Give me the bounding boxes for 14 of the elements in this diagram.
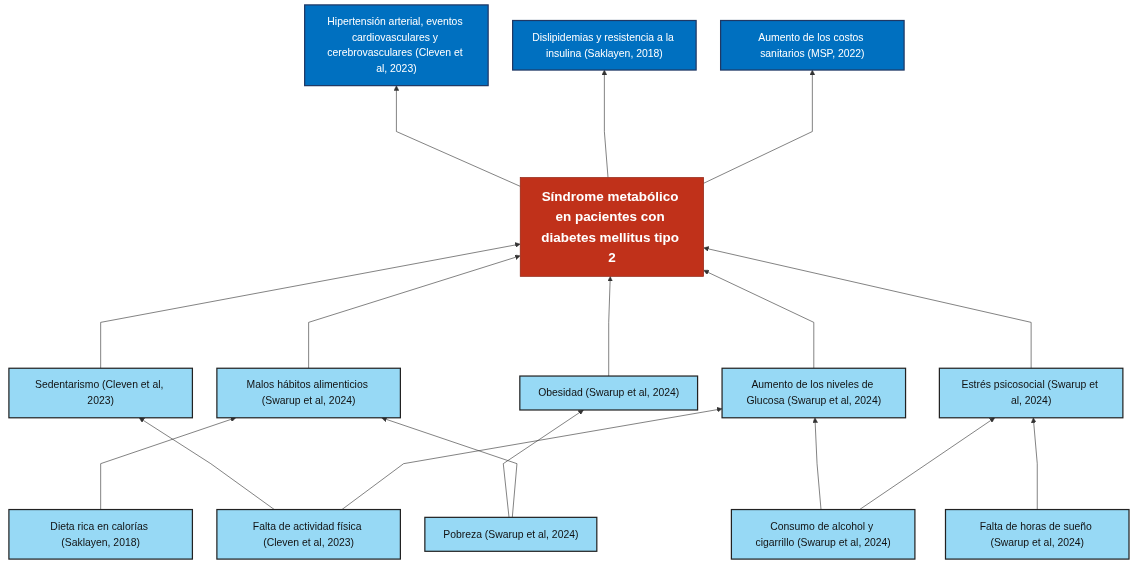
node-box: Falta de horas de sueño (Swarup et al, 2024) [944, 508, 1130, 560]
node-box: Hipertensión arterial, eventos cardiovasculares y cerebrovasculares (Cleven et al, 2023) [303, 4, 489, 87]
node-box: Sedentarismo (Cleven et al, 2023) [7, 367, 193, 419]
node-box: Consumo de alcohol y cigarrillo (Swarup et al, 2024) [730, 508, 916, 560]
node-box: Falta de actividad física (Cleven et al, 2023) [215, 508, 401, 560]
node-box: Síndrome metabólico en pacientes con diabetes mellitus tipo 2 [519, 177, 704, 277]
node-box: Estrés psicosocial (Swarup et al, 2024) [938, 367, 1124, 419]
node-box: Pobreza (Swarup et al, 2024) [423, 516, 597, 552]
node-box: Dislipidemias y resistencia a la insulina (Saklayen, 2018) [511, 19, 697, 71]
node-box: Aumento de los niveles de Glucosa (Swarup et al, 2024) [721, 367, 906, 419]
node-box: Obesidad (Swarup et al, 2024) [518, 375, 698, 411]
node-box: Malos hábitos alimenticios (Swarup et al, 2024) [215, 367, 401, 419]
node-box: Aumento de los costos sanitarios (MSP, 2022) [719, 19, 905, 71]
node-box: Dieta rica en calorías (Saklayen, 2018) [7, 508, 193, 560]
